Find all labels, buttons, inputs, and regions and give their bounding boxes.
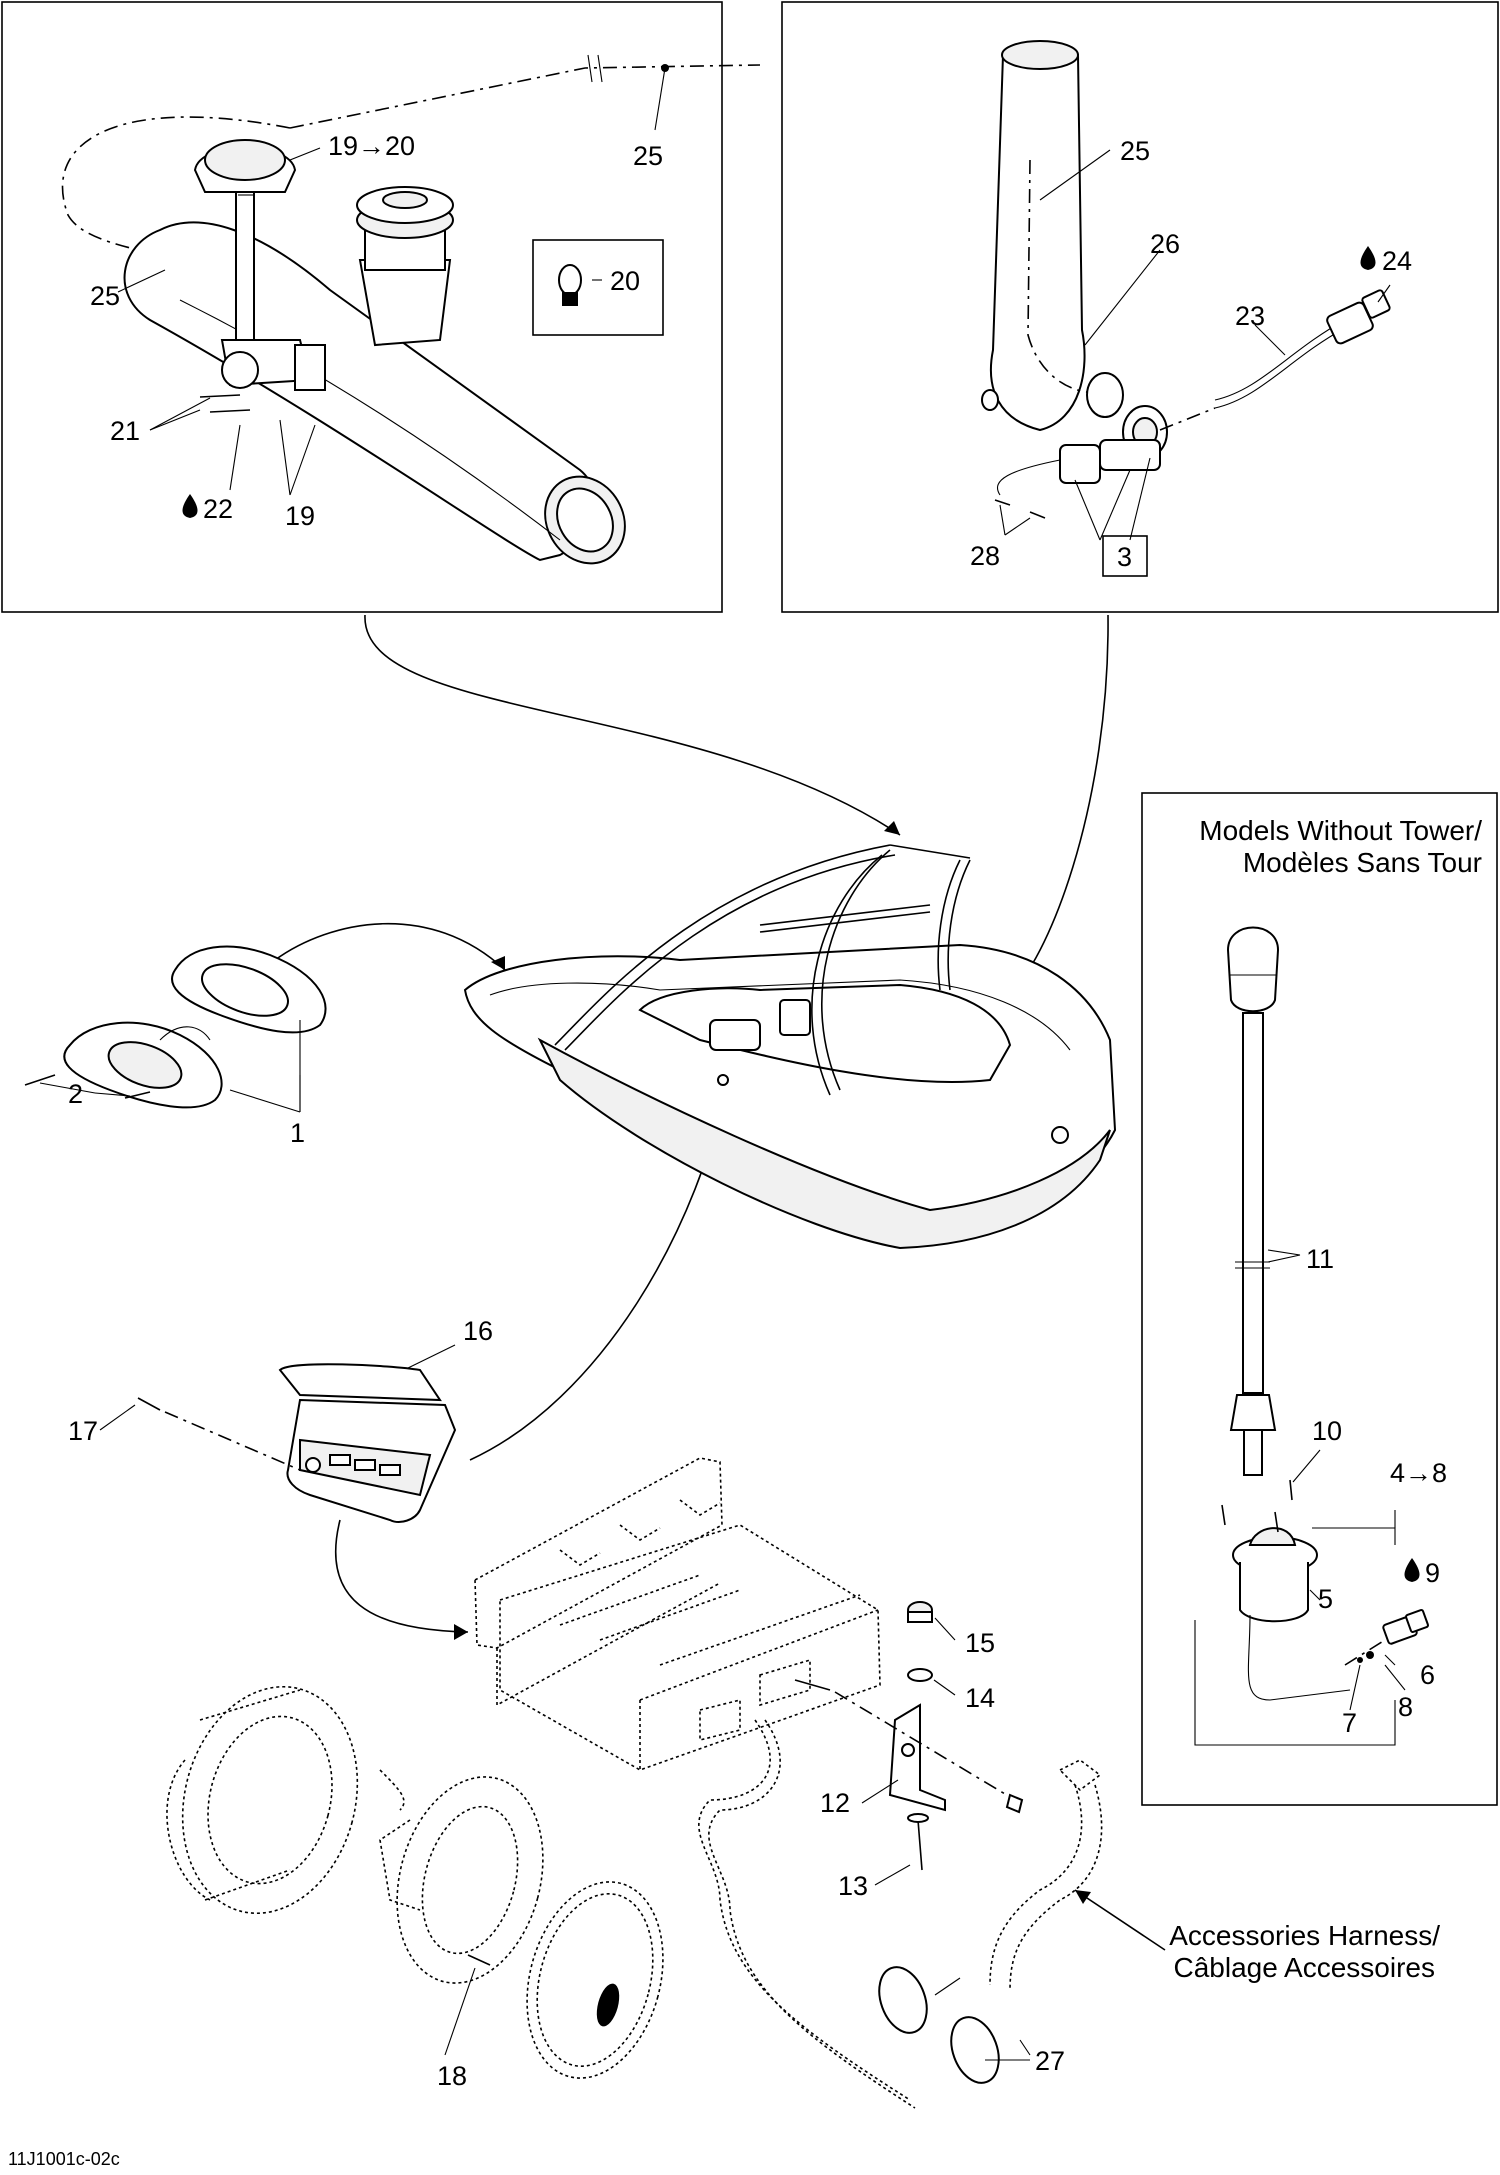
drop-icon: [182, 494, 198, 518]
drawing-code: 11J1001c-02c: [8, 2149, 120, 2169]
callout-8: 8: [1398, 1692, 1413, 1722]
speaker-assembly: 18: [166, 1685, 664, 2091]
callout-9: 9: [1425, 1558, 1440, 1588]
callout-19: 19: [285, 501, 315, 531]
drop-icon: [1404, 1558, 1420, 1582]
callout-6: 6: [1420, 1660, 1435, 1690]
callout-25c: 25: [1120, 136, 1150, 166]
callout-26: 26: [1150, 229, 1180, 259]
caption-models-without-tower-2: Modèles Sans Tour: [1243, 847, 1482, 878]
callout-13: 13: [838, 1871, 868, 1901]
caption-models-without-tower-1: Models Without Tower/: [1199, 815, 1482, 846]
stereo-unit: [474, 1457, 881, 1771]
callout-23: 23: [1235, 301, 1265, 331]
callout-18: 18: [437, 2061, 467, 2091]
caption-accessories-harness-1: Accessories Harness/: [1169, 1920, 1440, 1951]
callout-22: 22: [203, 494, 233, 524]
callout-17: 17: [68, 1416, 98, 1446]
bulb-icon: [558, 264, 582, 306]
callout-12: 12: [820, 1788, 850, 1818]
callout-11: 11: [1306, 1244, 1334, 1274]
callout-27: 27: [1035, 2046, 1065, 2076]
callout-7: 7: [1342, 1708, 1357, 1738]
callout-21: 21: [110, 416, 140, 446]
callout-16: 16: [463, 1316, 493, 1346]
callout-19-20: 19→20: [328, 131, 415, 161]
callout-5: 5: [1318, 1584, 1333, 1614]
callout-4-8: 4→8: [1390, 1458, 1447, 1488]
callout-25b: 25: [90, 281, 120, 311]
flush-mount-cover: 1 2: [24, 945, 327, 1148]
callout-24: 24: [1382, 246, 1412, 276]
callout-3: 3: [1117, 542, 1132, 572]
callout-28: 28: [970, 541, 1000, 571]
stereo-cover: 16 17: [68, 1316, 493, 1523]
callout-15: 15: [965, 1628, 995, 1658]
callout-14: 14: [965, 1683, 995, 1713]
boat-illustration: [463, 844, 1117, 1250]
callout-20: 20: [610, 266, 640, 296]
panel-models-without-tower: Models Without Tower/ Modèles Sans Tour: [1141, 792, 1498, 1806]
drop-icon: [1360, 246, 1376, 270]
callout-1: 1: [290, 1118, 305, 1148]
callout-10: 10: [1312, 1416, 1342, 1446]
detail-panel-tower-socket: 25 26 24 23 28 3: [781, 1, 1499, 613]
caption-accessories-harness-2: Câblage Accessoires: [1174, 1952, 1435, 1983]
callout-25a: 25: [633, 141, 663, 171]
detail-panel-tower-light: 19→20 25 25 20 21 22 19: [1, 1, 761, 613]
mounting-bracket: 15 14 12 13: [794, 1601, 1024, 1901]
accessories-harness: Accessories Harness/ Câblage Accessoires…: [698, 1719, 1440, 2109]
callout-2: 2: [68, 1079, 83, 1109]
